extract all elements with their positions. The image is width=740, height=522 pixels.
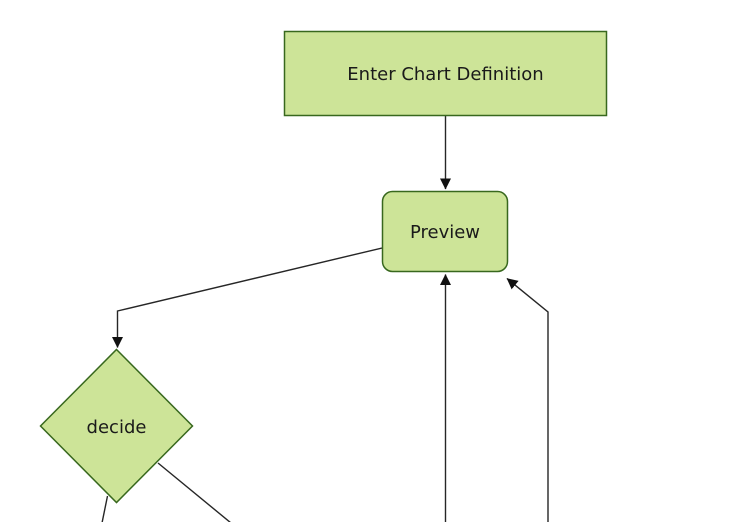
edge-layer <box>101 115 549 522</box>
node-label: Preview <box>410 222 480 243</box>
node-preview: Preview <box>381 190 509 273</box>
edge-decide-offscreen-left <box>101 495 109 522</box>
rounded-rectangle-shape <box>381 190 509 273</box>
edge-offscreen-to-preview-corner <box>506 277 549 522</box>
node-decide: decide <box>39 348 194 504</box>
edge-preview-to-decide <box>112 247 383 348</box>
node-label: Enter Chart Definition <box>347 64 543 85</box>
edge-decide-offscreen-right <box>157 462 231 522</box>
rectangle-shape <box>283 30 608 117</box>
diamond-shape <box>39 348 194 504</box>
node-label: decide <box>87 417 147 438</box>
node-enter-chart-definition: Enter Chart Definition <box>283 30 608 117</box>
